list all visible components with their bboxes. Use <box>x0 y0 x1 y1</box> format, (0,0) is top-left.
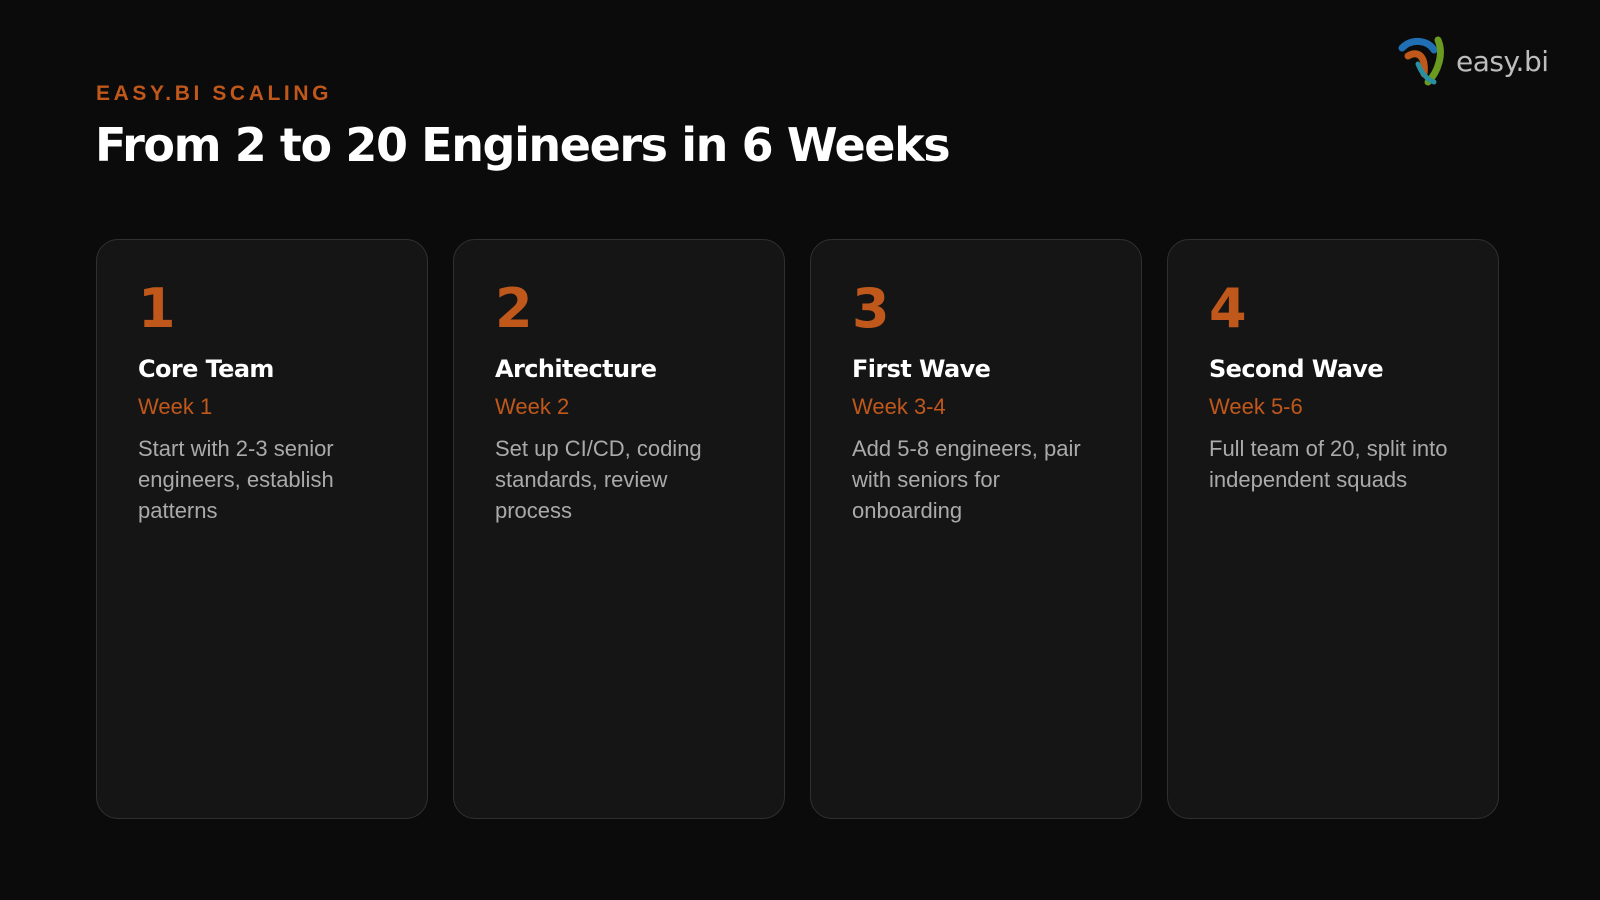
phase-week: Week 1 <box>138 394 213 419</box>
phase-title: Architecture <box>495 355 657 383</box>
phase-description: Full team of 20, split into independent … <box>1209 436 1448 492</box>
phase-card-4: 4 Second Wave Week 5-6 Full team of 20, … <box>1167 239 1499 819</box>
phase-title: Core Team <box>138 355 274 383</box>
logo-text: easy.bi <box>1456 44 1549 78</box>
phase-week: Week 5-6 <box>1209 394 1303 419</box>
phase-description: Set up CI/CD, coding standards, review p… <box>495 436 702 523</box>
phase-card-1: 1 Core Team Week 1 Start with 2-3 senior… <box>96 239 428 819</box>
page-title: From 2 to 20 Engineers in 6 Weeks <box>95 118 951 172</box>
phase-title: Second Wave <box>1209 355 1384 383</box>
phase-title: First Wave <box>852 355 991 383</box>
phase-number: 1 <box>138 277 176 340</box>
phase-number: 4 <box>1209 277 1247 340</box>
phase-cards: 1 Core Team Week 1 Start with 2-3 senior… <box>96 239 1499 819</box>
phase-description: Add 5-8 engineers, pair with seniors for… <box>852 436 1081 523</box>
phase-number: 3 <box>852 277 890 340</box>
phase-week: Week 2 <box>495 394 570 419</box>
phase-card-2: 2 Architecture Week 2 Set up CI/CD, codi… <box>453 239 785 819</box>
phase-number: 2 <box>495 277 533 340</box>
phase-description: Start with 2-3 senior engineers, establi… <box>138 436 334 523</box>
section-eyebrow: EASY.BI SCALING <box>96 82 333 105</box>
brand-logo: easy.bi <box>1398 34 1549 88</box>
phase-week: Week 3-4 <box>852 394 946 419</box>
phase-card-3: 3 First Wave Week 3-4 Add 5-8 engineers,… <box>810 239 1142 819</box>
easybi-logo-icon <box>1398 36 1444 86</box>
